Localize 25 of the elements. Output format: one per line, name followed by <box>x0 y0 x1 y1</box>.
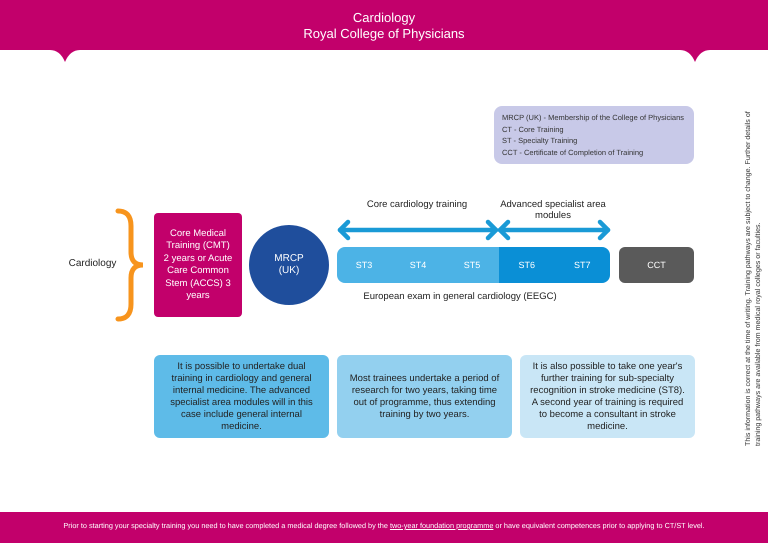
note-text: Most trainees undertake a period of research for two years, taking time out of programme, thus extending training by two years. <box>348 372 500 420</box>
stage-label: ST7 <box>574 260 590 270</box>
subtitle: Royal College of Physicians <box>302 26 466 41</box>
stage-label: CCT <box>647 260 666 270</box>
note-text: It is also possible to take one year's further training for sub-specialty recognition in stroke medicine (ST8). A second year of training is required to become a consultant in stroke medicine. <box>529 360 686 432</box>
stage-label: ST4 <box>410 260 426 270</box>
stage-bar <box>499 247 610 283</box>
span-label: Advanced specialist area modules <box>499 199 607 221</box>
note-box <box>520 355 695 438</box>
stage-bar <box>337 247 499 283</box>
note-box <box>154 355 329 438</box>
note-text: It is possible to undertake dual training in cardiology and general internal medicine. The advanced specialist area modules will in this case include general internal medicine. <box>169 360 314 432</box>
node-label: Core Medical Training (CMT) 2 years or Acute Care Common Stem (ACCS) 3 years <box>163 228 233 302</box>
span-label: Core cardiology training <box>366 199 468 210</box>
training-box <box>154 213 242 317</box>
row-label: Cardiology <box>68 258 118 269</box>
stage-label: ST5 <box>464 260 480 270</box>
node-label: MRCP (UK) <box>273 253 305 277</box>
key-box <box>494 106 694 164</box>
exam-note: European exam in general cardiology (EEGC) <box>362 291 558 302</box>
stage-box <box>619 247 694 283</box>
title: Cardiology <box>352 10 416 25</box>
note-box <box>337 355 512 438</box>
stage-label: ST3 <box>356 260 372 270</box>
stage-label: ST6 <box>518 260 535 270</box>
